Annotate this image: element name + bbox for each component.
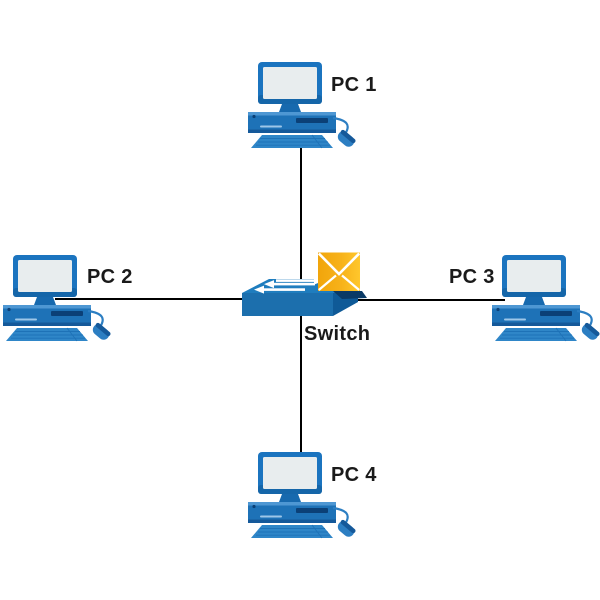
switch-label: Switch [304,323,371,345]
connection-lines [55,147,505,452]
pc3-desktop-pc-icon [490,253,600,344]
pc1-label: PC 1 [331,74,377,96]
envelope-shadow [333,291,367,299]
pc3-label: PC 3 [449,266,495,288]
mail-envelope-icon [317,252,361,291]
pc2-label: PC 2 [87,266,133,288]
pc4-label: PC 4 [331,464,377,486]
